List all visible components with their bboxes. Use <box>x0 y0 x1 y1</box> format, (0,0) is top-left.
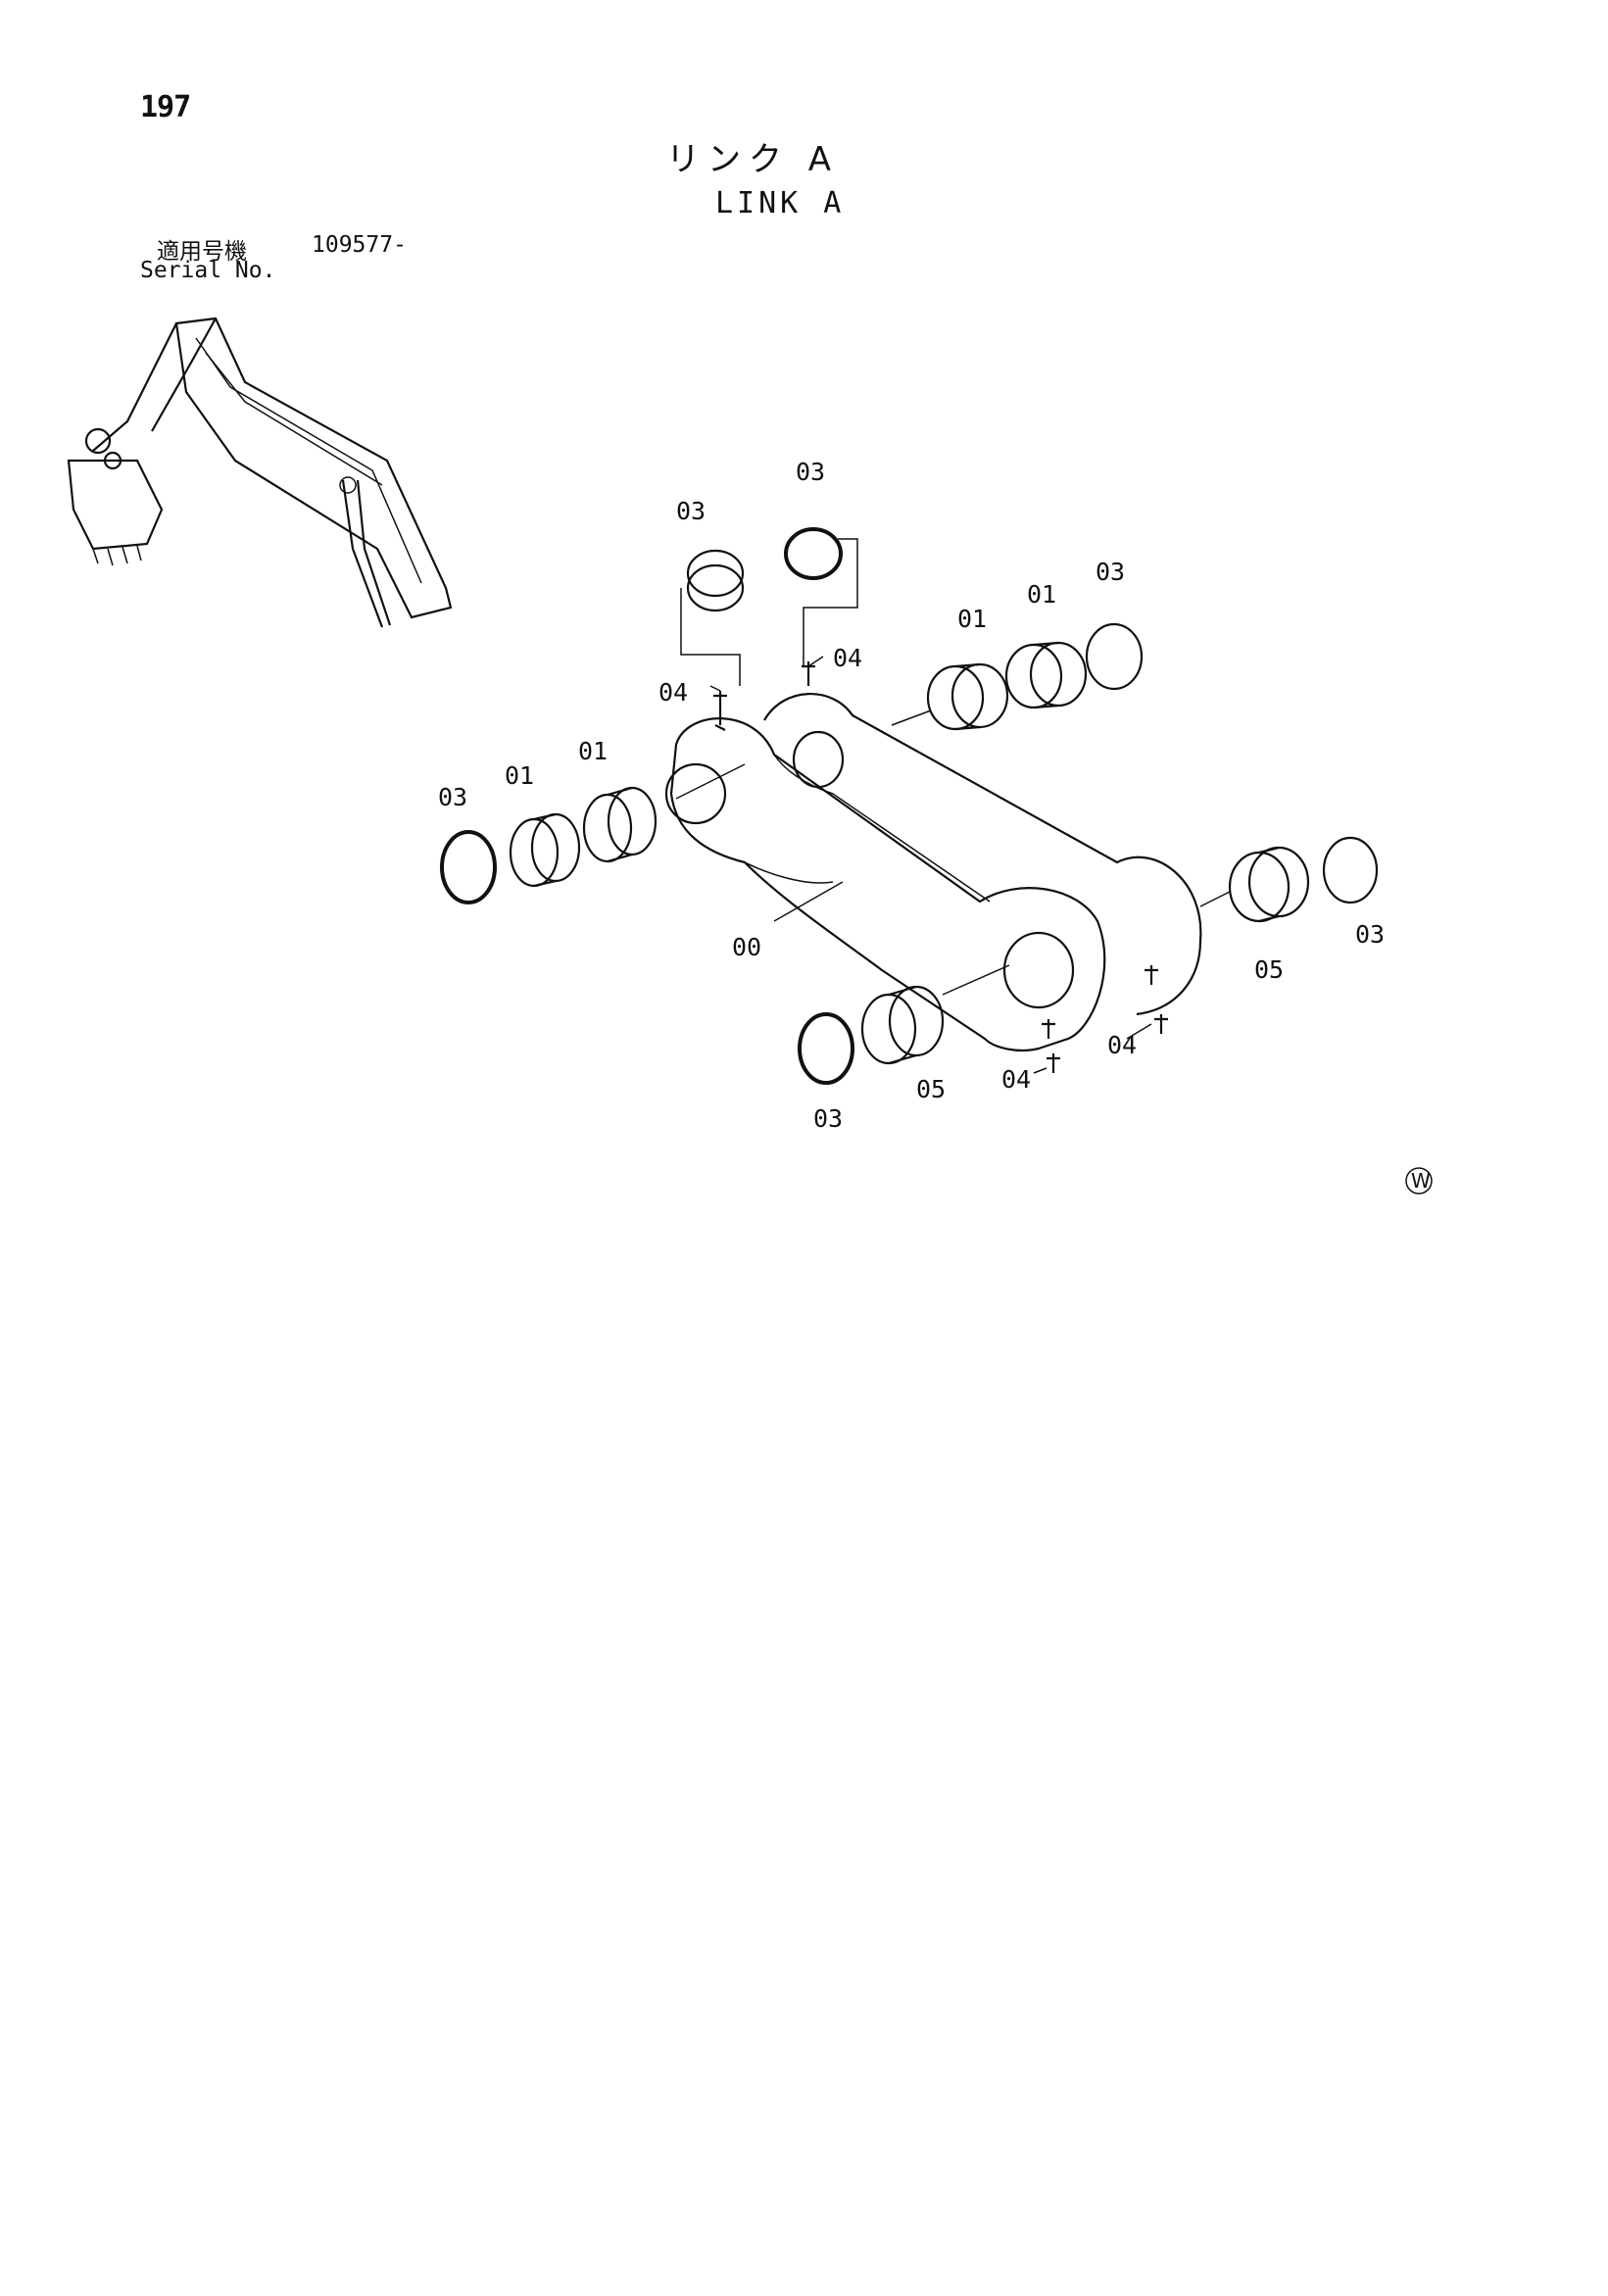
callout-03: 03 <box>676 497 706 525</box>
callout-03: 03 <box>438 783 467 811</box>
callout-03: 03 <box>1096 558 1125 586</box>
callout-05: 05 <box>916 1075 946 1103</box>
callout-04: 04 <box>1001 1065 1031 1094</box>
serial-number-value: 109577- <box>312 232 407 258</box>
serial-label-english: Serial No. <box>140 258 276 283</box>
top-right-pin-parts <box>891 622 1144 731</box>
callout-04: 04 <box>1107 1031 1137 1059</box>
watermark-symbol: W <box>1405 1167 1433 1195</box>
callout-04: 04 <box>658 678 688 707</box>
right-pin-parts <box>1145 836 1379 1034</box>
top-pin-parts <box>680 527 858 731</box>
callout-01: 01 <box>578 737 608 765</box>
callout-05: 05 <box>1254 955 1284 984</box>
link-a-body <box>664 693 1202 1052</box>
callout-03: 03 <box>796 458 825 486</box>
page-title-english: LINK A <box>715 186 846 220</box>
page-title-japanese: リンク A <box>666 140 840 179</box>
callout-01: 01 <box>1027 580 1056 609</box>
callout-01: 01 <box>505 761 534 790</box>
callout-03: 03 <box>1355 920 1385 949</box>
callout-04: 04 <box>833 644 862 672</box>
callout-01: 01 <box>957 605 987 633</box>
callout-03: 03 <box>813 1104 843 1133</box>
watermark-letter: W <box>1411 1169 1431 1193</box>
left-pin-parts <box>440 763 746 904</box>
serial-label-japanese: 適用号機 <box>157 239 247 265</box>
excavator-inset-illustration <box>67 317 453 628</box>
callout-00: 00 <box>732 933 761 961</box>
page-number: 197 <box>140 90 191 124</box>
bottom-pin-parts <box>798 964 1060 1085</box>
callout-leaders <box>709 656 1152 1074</box>
